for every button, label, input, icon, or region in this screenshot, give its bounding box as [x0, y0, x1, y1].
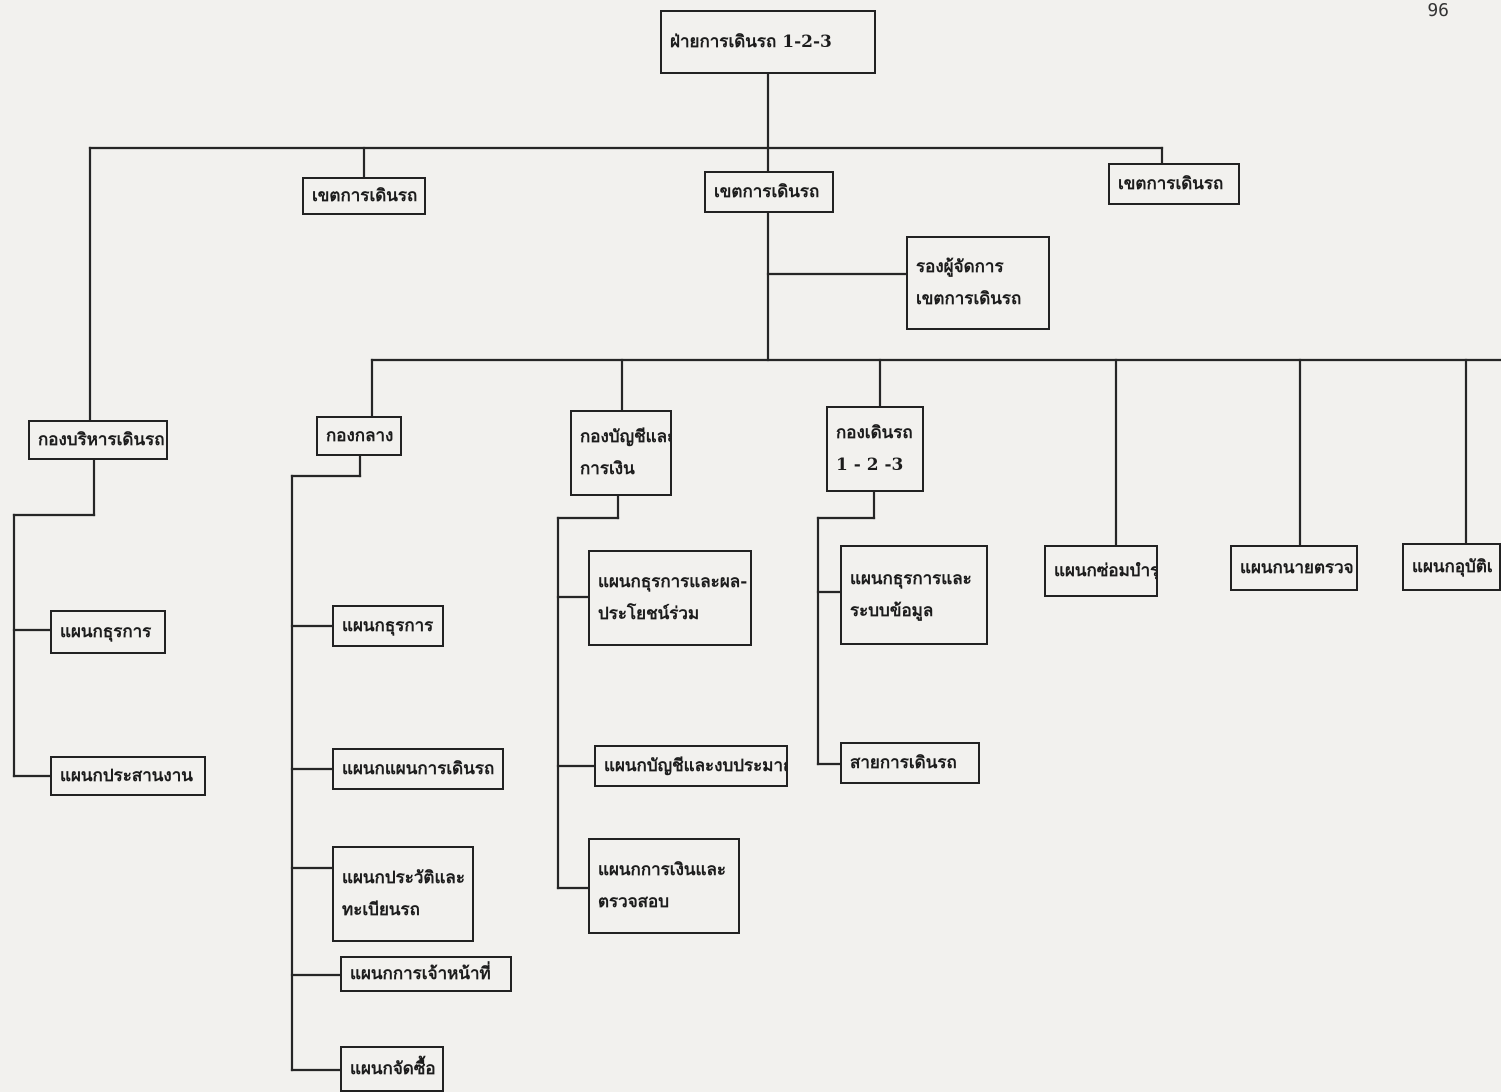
node-label-line: ฝ่ายการเดินรถ 1-2-3: [670, 31, 832, 52]
node-label-line: แผนกแผนการเดินรถ: [342, 758, 495, 779]
node-deputy-manager: รองผู้จัดการเขตการเดินรถ: [906, 236, 1050, 330]
node-label-line: ตรวจสอบ: [598, 892, 670, 912]
node-central-division: กองกลาง: [316, 416, 402, 456]
node-label-line: แผนกนายตรวจ: [1240, 557, 1354, 578]
node-label-line: กองบัญชีและ: [580, 426, 672, 447]
node-label-line: เขตการเดินรถ: [312, 185, 418, 206]
node-label-line: เขตการเดินรถ: [916, 289, 1022, 309]
node-label-line: แผนกธุรการ: [60, 621, 152, 642]
node-label-line: ระบบข้อมูล: [850, 601, 934, 621]
node-bus-routes: สายการเดินรถ: [840, 742, 980, 784]
node-zone-2: เขตการเดินรถ: [704, 171, 834, 213]
node-label-line: สายการเดินรถ: [850, 752, 957, 773]
node-dept-1-2-3: ฝ่ายการเดินรถ 1-2-3: [660, 10, 876, 74]
node-label-line: แผนกประวัติและ: [342, 867, 465, 888]
node-purchasing-section: แผนกจัดซื้อ: [340, 1046, 444, 1092]
node-label-line: กองบริหารเดินรถ: [38, 429, 165, 450]
node-maintenance-section: แผนกซ่อมบำรุง: [1044, 545, 1158, 597]
node-admin-general-section-2: แผนกธุรการ: [332, 605, 444, 647]
node-label-line: แผนกอุบัติเ: [1412, 556, 1493, 577]
node-admin-general-section-1: แผนกธุรการ: [50, 610, 166, 654]
node-finance-audit-section: แผนกการเงินและตรวจสอบ: [588, 838, 740, 934]
node-label-line: ประโยชน์ร่วม: [598, 604, 700, 624]
node-ops-admin-division: กองบริหารเดินรถ: [28, 420, 168, 460]
node-label-line: แผนกประสานงาน: [60, 765, 193, 786]
node-admin-data-section: แผนกธุรการและระบบข้อมูล: [840, 545, 988, 645]
node-zone-1: เขตการเดินรถ: [302, 177, 426, 215]
node-label-line: รองผู้จัดการ: [916, 256, 1004, 277]
node-operations-planning-section: แผนกแผนการเดินรถ: [332, 748, 504, 790]
node-label-line: แผนกธุรการและ: [850, 568, 972, 589]
node-inspection-section: แผนกนายตรวจ: [1230, 545, 1358, 591]
node-label-line: แผนกธุรการและผล-: [598, 571, 748, 592]
node-label-line: กองเดินรถ: [836, 422, 913, 443]
node-label-line: เขตการเดินรถ: [1118, 173, 1224, 194]
node-accounting-finance-division: กองบัญชีและการเงิน: [570, 410, 672, 496]
node-accident-section: แผนกอุบัติเ: [1402, 543, 1501, 591]
node-label-line: แผนกการเงินและ: [598, 859, 727, 880]
node-operations-division-1-2-3: กองเดินรถ 1 - 2 -3: [826, 406, 924, 492]
node-label-line: แผนกบัญชีและงบประมาณ: [604, 755, 788, 776]
node-label-line: แผนกซ่อมบำรุง: [1054, 560, 1158, 581]
page-number: 96: [1427, 0, 1449, 21]
node-label-line: การเงิน: [580, 459, 635, 479]
node-admin-welfare-section: แผนกธุรการและผล- ประโยชน์ร่วม: [588, 550, 752, 646]
node-label-line: ทะเบียนรถ: [342, 900, 420, 920]
node-coordination-section: แผนกประสานงาน: [50, 756, 206, 796]
node-label-line: 1 - 2 -3: [836, 455, 904, 475]
node-personnel-section: แผนกการเจ้าหน้าที่: [340, 956, 512, 992]
node-label-line: แผนกธุรการ: [342, 615, 434, 636]
node-label-line: กองกลาง: [326, 425, 394, 446]
node-history-registration-section: แผนกประวัติและทะเบียนรถ: [332, 846, 474, 942]
node-label-line: เขตการเดินรถ: [714, 181, 820, 202]
node-zone-3: เขตการเดินรถ: [1108, 163, 1240, 205]
node-label-line: แผนกการเจ้าหน้าที่: [350, 963, 491, 984]
node-label-line: แผนกจัดซื้อ: [350, 1058, 436, 1079]
node-accounts-budget-section: แผนกบัญชีและงบประมาณ: [594, 745, 788, 787]
